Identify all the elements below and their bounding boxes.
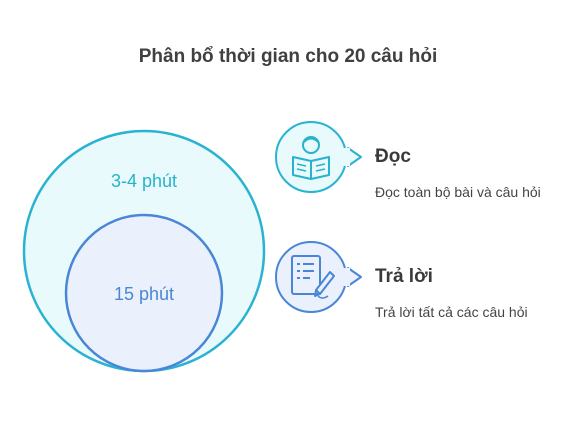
item-title-answer: Trả lời xyxy=(375,266,433,287)
inner-circle-label: 15 phút xyxy=(114,284,174,304)
writing-checklist-icon xyxy=(275,241,362,313)
item-desc-read: Đọc toàn bộ bài và câu hỏi xyxy=(375,184,541,200)
diagram-title: Phân bổ thời gian cho 20 câu hỏi xyxy=(138,46,438,67)
inner-circle xyxy=(64,213,224,373)
item-desc-answer: Trả lời tất cả các câu hỏi xyxy=(375,304,528,320)
outer-circle-label: 3-4 phút xyxy=(111,171,177,191)
item-title-read: Đọc xyxy=(375,146,411,167)
reading-person-icon xyxy=(275,121,362,193)
